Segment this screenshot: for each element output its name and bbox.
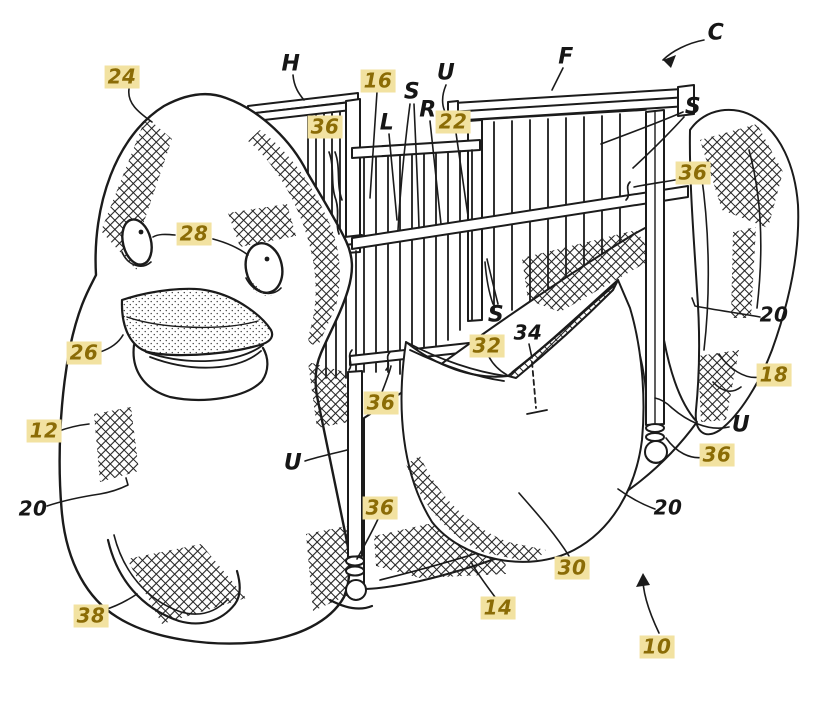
tie-band <box>645 423 665 433</box>
duck-eye-left <box>121 218 153 271</box>
ref-label-36: 36 <box>363 391 399 415</box>
leader-lines <box>46 39 761 634</box>
tie-straps <box>328 151 631 371</box>
tie-band <box>345 565 365 577</box>
pocket <box>400 279 645 563</box>
pocket-seam-34 <box>526 343 548 415</box>
ref-label-20: 20 <box>18 496 48 521</box>
ref-label-l: L <box>379 110 395 136</box>
ref-label-u: U <box>283 450 303 476</box>
ref-label-c: C <box>707 20 725 46</box>
crib-left-leg <box>328 370 374 610</box>
tie-band <box>345 555 365 567</box>
leader-S-mid <box>484 258 499 305</box>
tie-band <box>645 432 665 442</box>
ref-label-s: S <box>684 94 702 120</box>
ref-label-36: 36 <box>307 115 343 139</box>
leader-36-left-mid <box>381 365 392 393</box>
ref-label-30: 30 <box>554 556 590 580</box>
leader-28 <box>152 233 249 256</box>
duck-body <box>58 92 354 645</box>
ref-label-34: 34 <box>513 320 543 345</box>
crib-drop-side <box>349 139 481 375</box>
duck-wing-seam <box>106 534 241 625</box>
leader-22 <box>455 132 469 217</box>
leader-12 <box>58 423 90 432</box>
ref-label-20: 20 <box>759 302 789 327</box>
ref-label-u: U <box>731 412 751 438</box>
ref-label-12: 12 <box>26 419 62 443</box>
duck-beak <box>120 287 274 401</box>
ref-label-26: 26 <box>66 341 102 365</box>
ref-label-38: 38 <box>73 604 109 628</box>
leader-F <box>551 67 564 91</box>
leader-16 <box>369 91 378 199</box>
ref-label-36: 36 <box>699 443 735 467</box>
ref-label-f: F <box>558 44 574 70</box>
ref-label-22: 22 <box>435 110 471 134</box>
ref-label-20: 20 <box>653 495 683 520</box>
leader-U-left <box>304 449 348 462</box>
leader-S-top <box>397 103 420 231</box>
ref-label-24: 24 <box>104 65 140 89</box>
ref-label-r: R <box>419 97 437 123</box>
leader-L <box>388 133 398 221</box>
leader-14 <box>470 561 496 598</box>
duck-eye-right <box>244 242 284 296</box>
duck-tail <box>688 108 800 436</box>
leader-32 <box>488 356 508 376</box>
ref-label-u: U <box>436 60 456 86</box>
ref-label-16: 16 <box>360 69 396 93</box>
ref-label-s: S <box>487 302 505 328</box>
ref-label-18: 18 <box>756 363 792 387</box>
leader-H <box>292 74 305 101</box>
leader-R <box>429 120 442 225</box>
ref-label-36: 36 <box>675 161 711 185</box>
ref-label-h: H <box>281 51 301 77</box>
crib-right-leg <box>644 109 668 464</box>
leader-18 <box>718 353 761 379</box>
ref-label-36: 36 <box>362 496 398 520</box>
leader-26 <box>99 334 124 353</box>
leader-24 <box>128 88 153 123</box>
leader-36-left-low <box>356 518 379 560</box>
leader-30 <box>518 492 570 557</box>
ref-label-28: 28 <box>176 222 212 246</box>
leader-20-left <box>46 477 129 507</box>
ref-label-s: S <box>403 79 421 105</box>
ref-label-10: 10 <box>639 635 675 659</box>
arrow-10 <box>636 573 660 634</box>
arrow-C <box>662 39 705 68</box>
leader-20-right-low <box>617 488 656 510</box>
leader-20-right-top <box>691 297 761 318</box>
leader-S-right <box>600 111 685 169</box>
leader-U-right <box>654 397 730 429</box>
ref-label-14: 14 <box>480 596 516 620</box>
crib-front-rail <box>351 185 689 250</box>
ref-label-32: 32 <box>469 334 505 358</box>
